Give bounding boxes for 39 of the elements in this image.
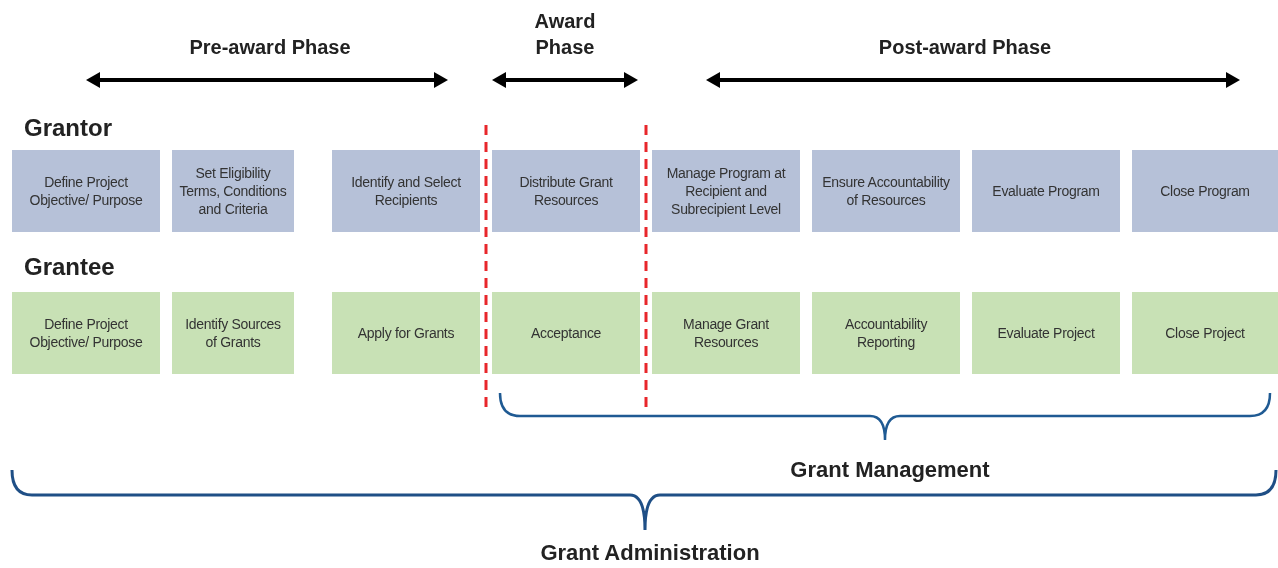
box-text: Close Program: [1160, 181, 1250, 201]
process-box: [492, 150, 640, 232]
row-heading: Grantee: [24, 252, 116, 282]
box-text: Apply for Grants: [357, 323, 455, 343]
process-box: [652, 150, 800, 232]
box-text: Define Project Objective/ Purpose: [28, 172, 144, 210]
process-box: [1132, 292, 1278, 374]
phase-label: Pre-award Phase: [188, 35, 352, 60]
process-box: [652, 292, 800, 374]
phase-label: Post-award Phase: [877, 35, 1053, 60]
box-text: Acceptance: [530, 323, 602, 343]
box-text: Ensure Accountability of Resources: [821, 172, 951, 210]
box-text: Accountability Reporting: [843, 314, 929, 352]
box-text: Manage Program at Recipient and Subrecipient Level: [665, 163, 787, 219]
process-box: [332, 150, 480, 232]
process-box: [332, 292, 480, 374]
box-text: Set Eligibility Terms, Conditions and Criteria: [178, 163, 288, 219]
box-text: Define Project Objective/ Purpose: [28, 314, 144, 352]
box-text: Evaluate Project: [997, 323, 1095, 343]
process-box: [12, 292, 160, 374]
box-text: Manage Grant Resources: [682, 314, 770, 352]
row-heading: Grantor: [24, 113, 113, 143]
phase-label: Grant Management: [789, 456, 991, 484]
process-box: [492, 292, 640, 374]
box-text: Identify Sources of Grants: [184, 314, 282, 352]
box-text: Close Project: [1165, 323, 1245, 343]
process-box: [812, 150, 960, 232]
box-text: Distribute Grant Resources: [518, 172, 614, 210]
process-box: [12, 150, 160, 232]
process-box: [972, 292, 1120, 374]
process-box: [172, 292, 294, 374]
process-box: [812, 292, 960, 374]
box-text: Identify and Select Recipients: [350, 172, 462, 210]
process-box: [1132, 150, 1278, 232]
phase-label: Grant Administration: [539, 539, 761, 567]
process-box: [172, 150, 294, 232]
phase-label: Award Phase: [533, 9, 597, 60]
box-text: Evaluate Program: [992, 181, 1100, 201]
process-box: [972, 150, 1120, 232]
